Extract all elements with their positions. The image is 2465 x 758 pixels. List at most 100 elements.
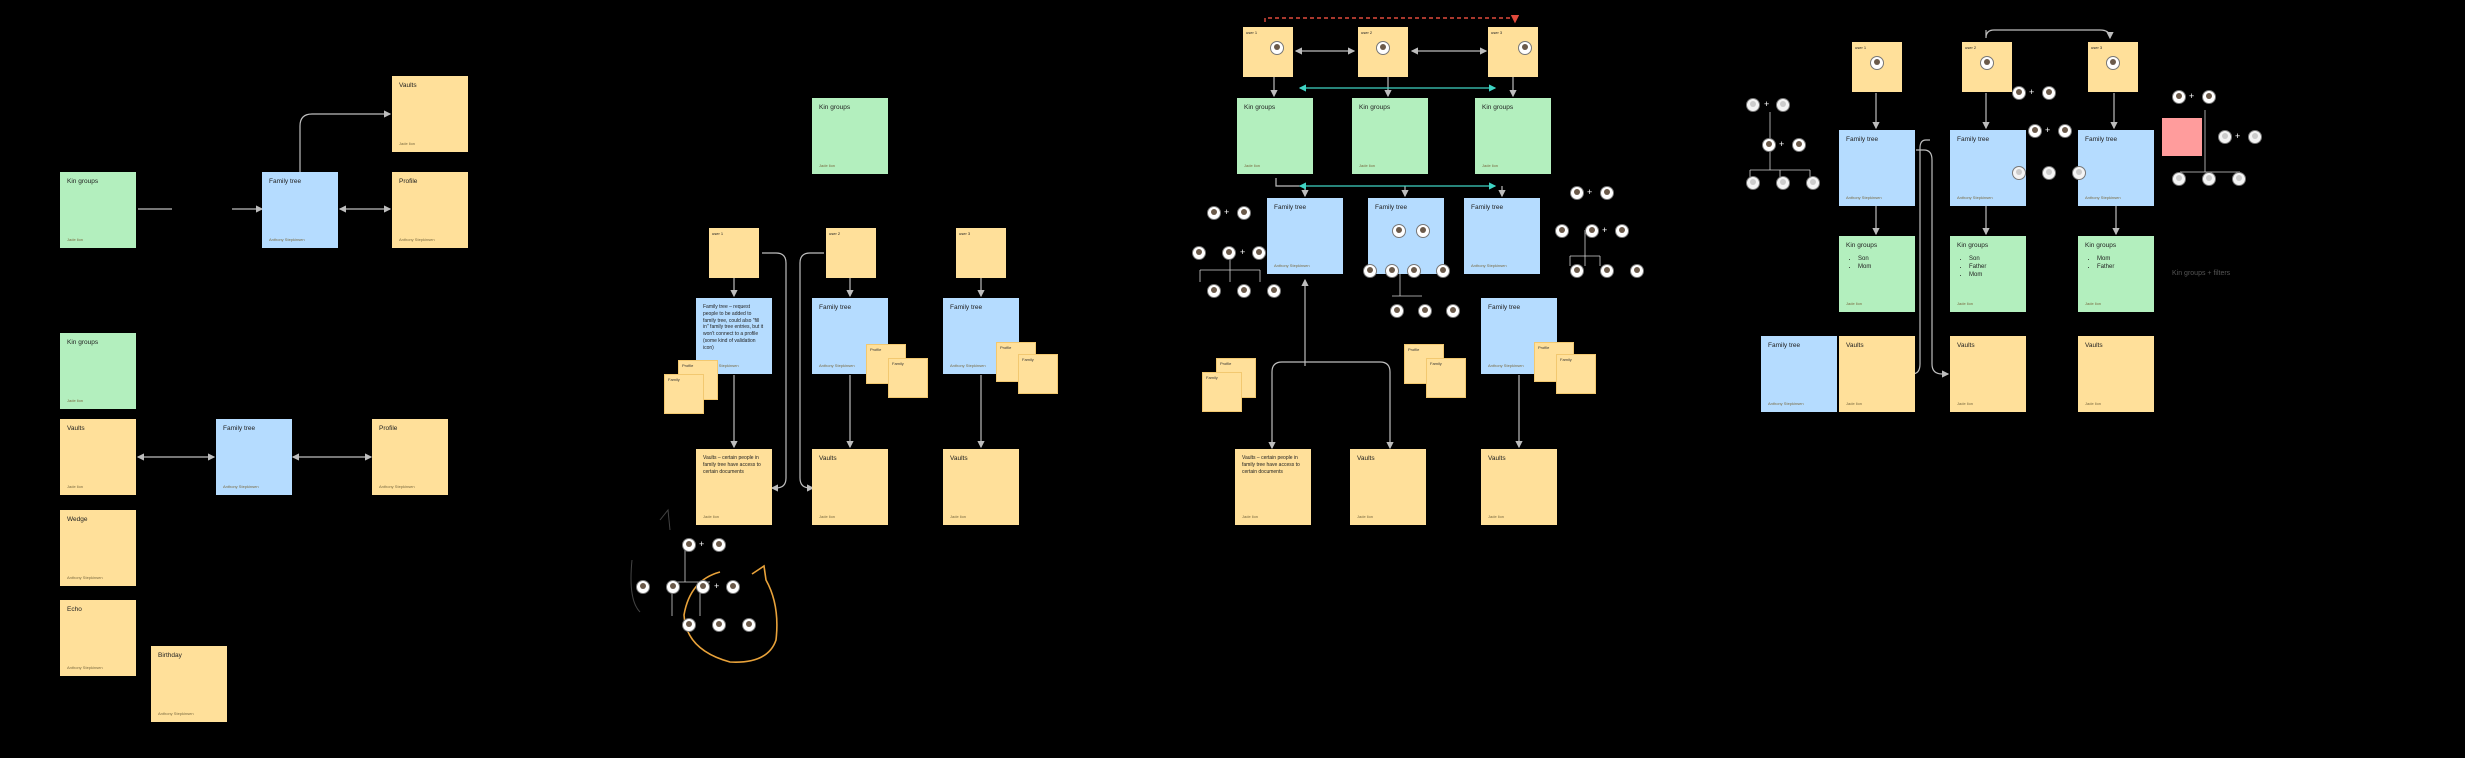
user-3-note[interactable]: user 3 [1488, 27, 1538, 77]
note-author: Anthony Stepkinsen [399, 236, 435, 242]
avatar-placeholder [2218, 130, 2232, 144]
avatar [2172, 90, 2186, 104]
note-author: Anthony Stepkinsen [269, 236, 305, 242]
note-author: Anthony Stepkinsen [2085, 194, 2121, 200]
avatar-placeholder [2042, 166, 2056, 180]
note-author: Jade lion [1957, 300, 1974, 306]
user-3-note[interactable]: user 3 [956, 228, 1006, 278]
avatar [1555, 224, 1569, 238]
note-title: Vaults [1357, 455, 1375, 462]
avatar [1207, 206, 1221, 220]
family-tree-note[interactable]: Family tree [1368, 198, 1444, 274]
avatar [1267, 284, 1281, 298]
note-title: Vaults [2085, 342, 2103, 349]
kin-groups-note[interactable]: Kin groups SonMom Jade lion [1839, 236, 1915, 312]
note-author: Anthony Stepkinsen [1488, 362, 1524, 368]
mini-card[interactable]: Family [1018, 354, 1058, 394]
note-author: Jade lion [1957, 400, 1974, 406]
avatar-placeholder [2172, 172, 2186, 186]
vaults-access-note[interactable]: Vaults – certain people in family tree h… [1235, 449, 1311, 525]
avatar [1237, 284, 1251, 298]
mini-card[interactable]: Family [1426, 358, 1466, 398]
avatar-placeholder [2232, 172, 2246, 186]
note-author: Jade lion [1357, 513, 1374, 519]
mini-card[interactable]: Family [1202, 372, 1242, 412]
plus-icon: + [1602, 225, 1608, 235]
note-title: Family tree [950, 304, 983, 311]
mini-card[interactable]: Family [888, 358, 928, 398]
note-author: Anthony Stepkinsen [223, 483, 259, 489]
avatar [712, 538, 726, 552]
avatar [1418, 304, 1432, 318]
note-author: Jade lion [1244, 162, 1261, 168]
avatar [1376, 41, 1390, 55]
avatar [1792, 138, 1806, 152]
family-tree-request-note[interactable]: Family tree – request people to be added… [696, 298, 772, 374]
user-1-note[interactable]: user 1 [709, 228, 759, 278]
note-author: Jade lion [1846, 400, 1863, 406]
note-title: Vaults [67, 425, 85, 432]
vaults-access-note[interactable]: Vaults – certain people in family tree h… [696, 449, 772, 525]
note-title: Vaults – certain people in family tree h… [703, 455, 761, 475]
mini-card[interactable]: Family [664, 374, 704, 414]
note-title: user 3 [2091, 45, 2103, 50]
avatar-placeholder [1776, 98, 1790, 112]
avatar [1980, 56, 1994, 70]
user-2-note[interactable]: user 2 [1962, 42, 2012, 92]
note-author: Anthony Stepkinsen [1274, 262, 1310, 268]
kin-item: Father [1969, 263, 2019, 271]
mini-card[interactable]: Family [1556, 354, 1596, 394]
avatar [2058, 124, 2072, 138]
note-author: Jade lion [67, 397, 84, 403]
avatar [1762, 138, 1776, 152]
user-2-note[interactable]: user 2 [1358, 27, 1408, 77]
kin-groups-note[interactable]: Kin groups SonFatherMom Jade lion [1950, 236, 2026, 312]
avatar-placeholder [1806, 176, 1820, 190]
pink-note[interactable] [2162, 118, 2202, 156]
user-1-note[interactable]: user 1 [1243, 27, 1293, 77]
avatar [696, 580, 710, 594]
note-author: Anthony Stepkinsen [703, 362, 739, 368]
kin-groups-note[interactable]: Kin groups MomFather Jade lion [2078, 236, 2154, 312]
avatar [726, 580, 740, 594]
user-3-note[interactable]: user 3 [2088, 42, 2138, 92]
avatar [1363, 264, 1377, 278]
note-author: Jade lion [1242, 513, 1259, 519]
avatar-placeholder [2072, 166, 2086, 180]
avatar-placeholder [1746, 176, 1760, 190]
note-title: Family tree [1957, 136, 1990, 143]
avatar-placeholder [1776, 176, 1790, 190]
mini-card-title: Family [1206, 375, 1218, 380]
avatar [742, 618, 756, 632]
user-1-note[interactable]: user 1 [1852, 42, 1902, 92]
plus-icon: + [2189, 91, 2195, 101]
user-2-note[interactable]: user 2 [826, 228, 876, 278]
